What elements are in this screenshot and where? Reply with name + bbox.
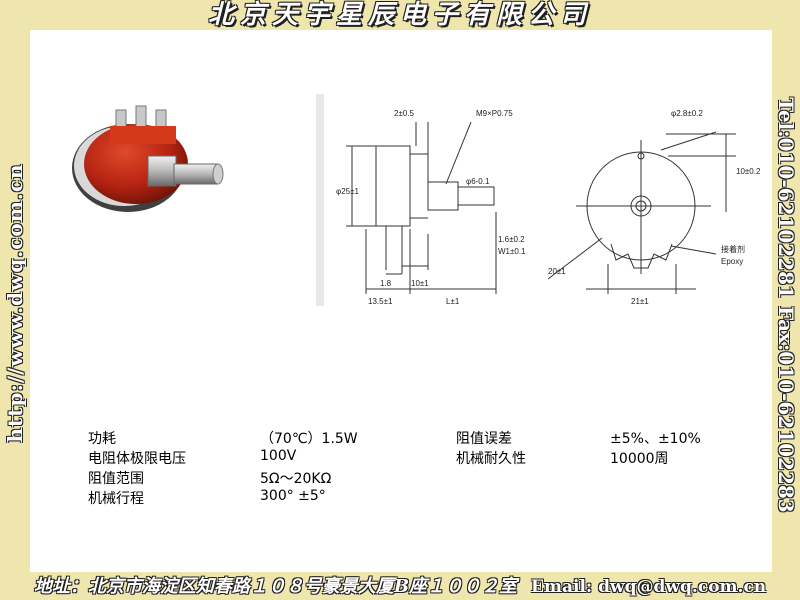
website-url: http://www.dwq.com.cn (3, 162, 27, 443)
technical-drawing: 2±0.5 M9×P0.75 φ2.8±0.2 10±0.2 φ25±1 φ6-… (316, 94, 761, 306)
dim-10h: 10±1 (411, 279, 429, 288)
email: Email: dwq@dwq.com.cn (531, 577, 767, 597)
label-epoxy-en: Epoxy (721, 257, 743, 266)
range-label: 阻值范围 (88, 471, 144, 487)
dim-6: φ6-0.1 (466, 177, 490, 186)
range-value: 5Ω～20KΩ (260, 471, 332, 487)
dim-w1: W1±0.1 (498, 247, 526, 256)
durability-label: 机械耐久性 (456, 451, 526, 467)
dim-l: L±1 (446, 297, 460, 306)
travel-label: 机械行程 (88, 491, 144, 507)
potentiometer-photo (72, 105, 224, 212)
label-epoxy-cn: 接着剂 (721, 244, 745, 254)
dim-2: 2±0.5 (394, 109, 415, 118)
power-value: （70℃）1.5W (260, 431, 358, 447)
dim-18: 1.8 (380, 279, 392, 288)
dim-hole: φ2.8±0.2 (671, 109, 703, 118)
dim-thread: M9×P0.75 (476, 109, 513, 118)
content-panel: 2±0.5 M9×P0.75 φ2.8±0.2 10±0.2 φ25±1 φ6-… (30, 30, 772, 572)
voltage-label: 电阻体极限电压 (88, 451, 186, 467)
dim-16: 1.6±0.2 (498, 235, 525, 244)
contact-info: Tel:010-62102281 Fax:010-62102283 (774, 96, 798, 513)
tolerance-label: 阻值误差 (456, 431, 512, 447)
voltage-value: 100V (260, 448, 297, 464)
footer: 地址：北京市海淀区知春路１０８号豪景大厦B座１００２室 Email: dwq@dw… (0, 574, 800, 600)
dim-25: φ25±1 (336, 187, 359, 196)
company-header: 北京天宇星辰电子有限公司 (207, 0, 592, 30)
contact-info-vertical: Tel:010-62102281 Fax:010-62102283 (772, 97, 800, 512)
dim-10v: 10±0.2 (736, 167, 761, 176)
website-url-vertical: http://www.dwq.com.cn (0, 135, 30, 470)
address: 地址：北京市海淀区知春路１０８号豪景大厦B座１００２室 (33, 576, 518, 597)
power-label: 功耗 (88, 431, 116, 447)
tolerance-value: ±5%、±10% (610, 431, 701, 447)
travel-value: 300° ±5° (260, 488, 326, 504)
dim-135: 13.5±1 (368, 297, 393, 306)
dim-20: 20±1 (548, 267, 566, 276)
durability-value: 10000周 (610, 451, 669, 467)
dim-21: 21±1 (631, 297, 649, 306)
